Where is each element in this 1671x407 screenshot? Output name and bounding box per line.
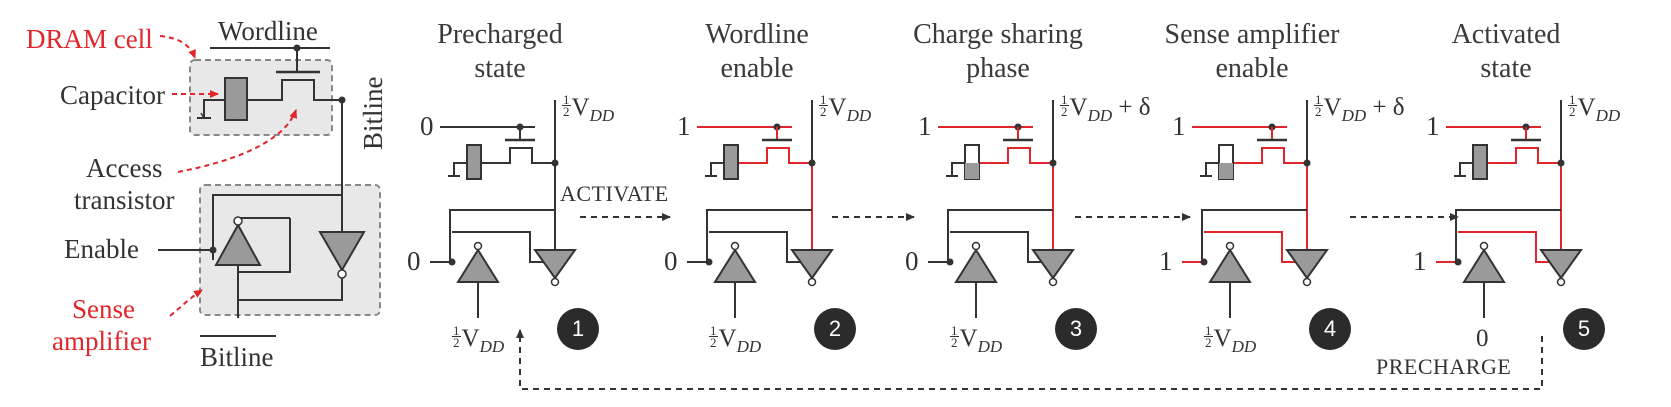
wordline-label: Wordline	[218, 16, 318, 46]
stage-2-capacitor	[723, 144, 739, 180]
stage-2-amp-left	[713, 248, 757, 283]
stage-3-amp-right	[1031, 249, 1075, 280]
stage-1-step-badge: 1	[557, 308, 599, 350]
precharge-arrow	[516, 329, 1543, 390]
stage-1-amp-left	[456, 248, 500, 283]
precharge-label: PRECHARGE	[1376, 354, 1512, 379]
stage-3-amp-left	[954, 248, 998, 283]
stage-3-step-badge: 3	[1055, 308, 1097, 350]
stage-title-line1: Sense amplifier	[1164, 19, 1340, 50]
transition-arrows	[516, 213, 1543, 390]
stage-title-line1: Charge sharing	[913, 19, 1083, 50]
stage-3-circuit	[928, 100, 1075, 318]
transistor-label: transistor	[74, 185, 175, 215]
stage-4-amp-right	[1285, 249, 1329, 280]
stage-title-line2: enable	[720, 53, 794, 84]
stage-5-circuit	[1436, 100, 1583, 318]
stage-1-amp-right	[533, 249, 577, 280]
stage-1-capacitor	[466, 144, 482, 180]
stage-2-sense-value: 0	[664, 246, 678, 276]
sense-amp-triangle-right	[318, 231, 366, 272]
stage-3-sense-value: 0	[905, 246, 919, 276]
capacitor-icon	[224, 77, 248, 121]
stage-title-line2: enable	[1215, 53, 1289, 84]
stage-4-capacitor	[1218, 144, 1234, 180]
amplifier-label: amplifier	[52, 326, 151, 356]
stage-2-wordline-value: 1	[677, 111, 691, 141]
stage-4-step-badge: 4	[1309, 308, 1351, 350]
stage-title-line2: phase	[966, 53, 1030, 84]
stage-1-wordline-value: 0	[420, 111, 434, 141]
stage-title-line1: Precharged	[437, 19, 563, 50]
stage-title-line1: Wordline	[705, 19, 809, 50]
stage-2-step-badge: 2	[814, 308, 856, 350]
stage-3-capacitor	[964, 144, 980, 180]
stage-5-capacitor	[1472, 144, 1488, 180]
stage-3-wordline-value: 1	[918, 111, 932, 141]
stage-1-sense-value: 0	[407, 246, 421, 276]
dram-cell-label: DRAM cell	[26, 24, 153, 54]
capacitor-label: Capacitor	[60, 80, 165, 110]
sense-amplifier-pointer	[169, 289, 203, 317]
stage-1-circuit	[430, 100, 577, 318]
stages-layer	[430, 100, 1583, 318]
stage-5-wordline-value: 1	[1426, 111, 1440, 141]
stage-5-step-badge: 5	[1563, 308, 1605, 350]
activate-label: ACTIVATE	[560, 181, 669, 206]
sense-label: Sense	[72, 294, 135, 324]
enable-label: Enable	[64, 234, 139, 264]
stage-4-wordline-value: 1	[1172, 111, 1186, 141]
stage-2-amp-right	[790, 249, 834, 280]
stage-title-line2: state	[1480, 53, 1532, 84]
access-transistor-pointer	[177, 109, 297, 173]
bitline-bottom-label: Bitline	[200, 342, 274, 372]
legend-circuit	[158, 35, 381, 337]
stage-title-line1: Activated	[1451, 19, 1561, 50]
stage-title-line2: state	[474, 53, 526, 84]
stage-5-amp-right	[1539, 249, 1583, 280]
stage-5-sense-value: 1	[1413, 246, 1427, 276]
stage-4-amp-left	[1208, 248, 1252, 283]
bitline-vertical-label: Bitline	[358, 76, 388, 151]
access-label: Access	[86, 153, 163, 183]
stage-2-circuit	[687, 100, 834, 318]
stage-5-amp-left	[1462, 248, 1506, 283]
stage-5-bitline-bottom-voltage: 0	[1476, 325, 1489, 352]
stage-4-sense-value: 1	[1159, 246, 1173, 276]
stage-4-circuit	[1182, 100, 1329, 318]
dram-cell-pointer	[159, 35, 196, 59]
